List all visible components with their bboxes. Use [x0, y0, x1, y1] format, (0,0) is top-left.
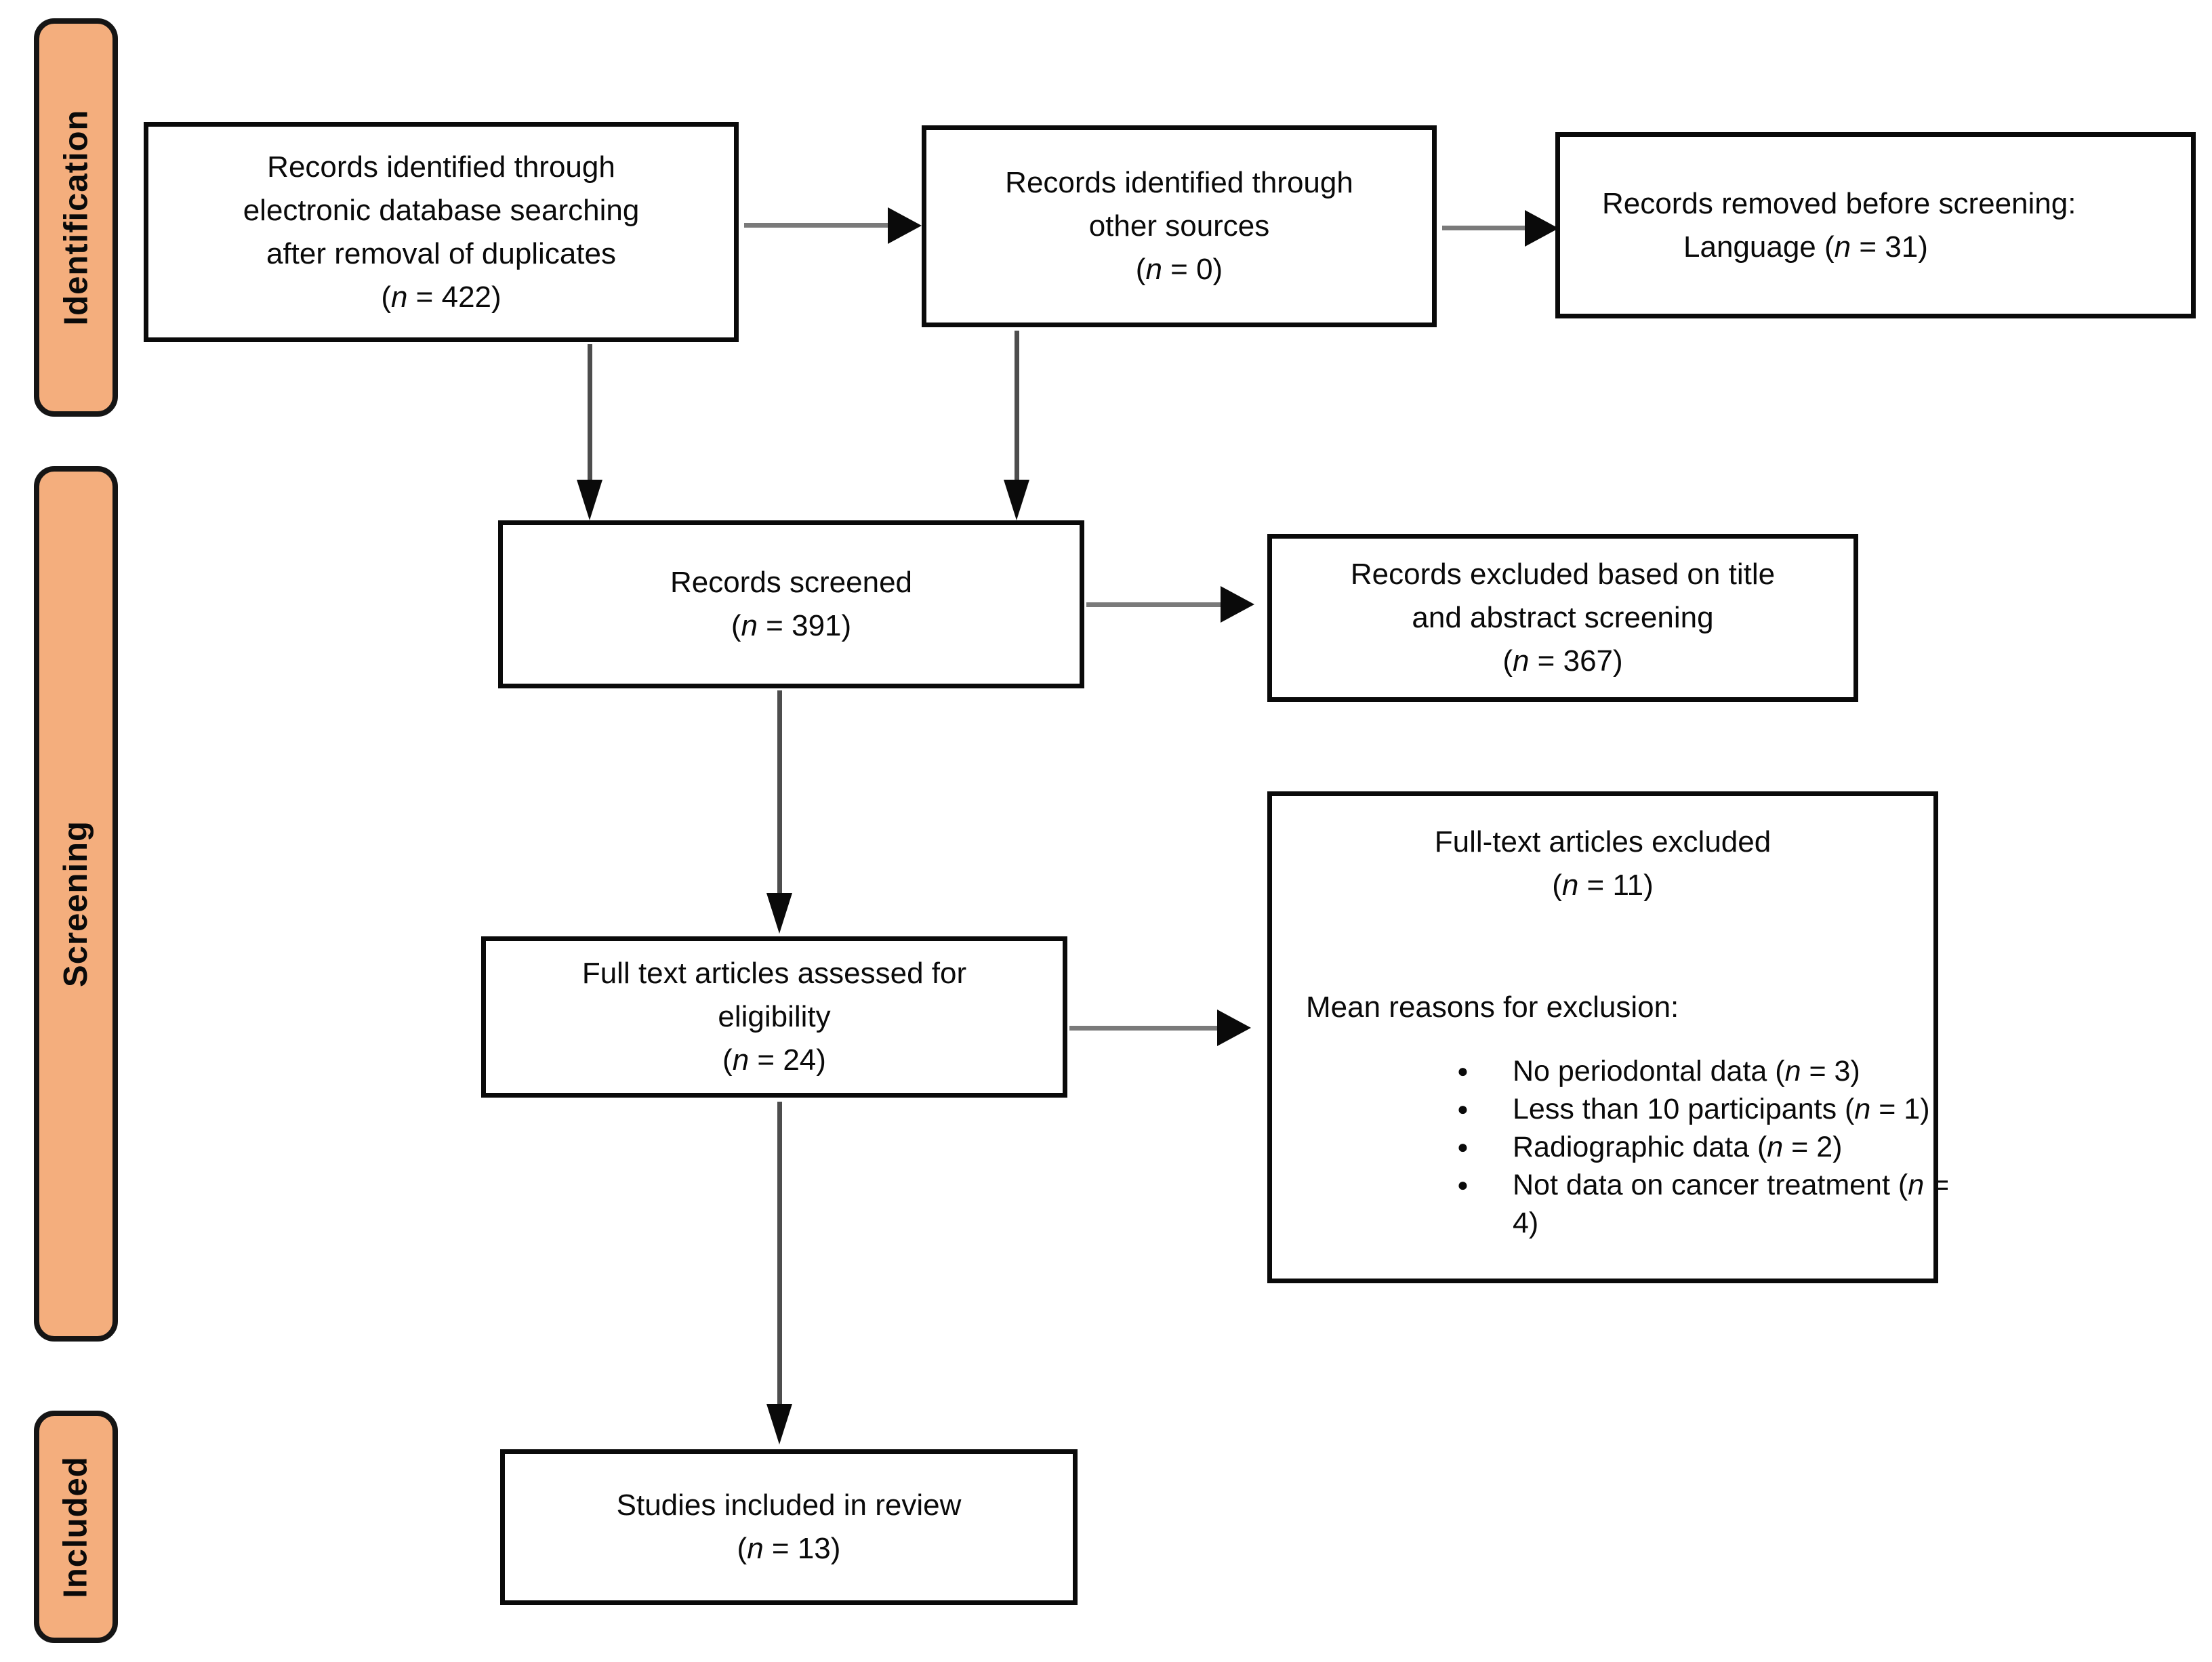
- box-text-line: Records screened: [670, 566, 913, 599]
- box-text-line: eligibility: [718, 1000, 831, 1033]
- box-text-line: Studies included in review: [616, 1489, 962, 1522]
- exclusion-reason-item: ● Less than 10 participants (n = 1): [1425, 1090, 1953, 1128]
- box-count-line: (n = 422): [381, 280, 501, 314]
- box-count-line: (n = 11): [1552, 869, 1654, 902]
- box-count-line: (n = 367): [1502, 644, 1623, 678]
- exclusion-reason-text: Less than 10 participants (n = 1): [1513, 1093, 1930, 1125]
- bullet-icon: ●: [1457, 1174, 1469, 1195]
- box-records-removed-before-screening: Records removed before screening: Langua…: [1555, 132, 2196, 318]
- arrow-line-other-to-removed: [1442, 226, 1526, 230]
- arrow-line-db-to-screened: [588, 344, 592, 481]
- bullet-icon: ●: [1457, 1136, 1469, 1157]
- arrow-right-icon: [888, 207, 922, 244]
- stage-label-identification: Identification: [58, 109, 95, 326]
- arrow-line-other-to-screened: [1015, 331, 1019, 481]
- box-text-line: after removal of duplicates: [266, 236, 617, 270]
- arrow-down-icon: [577, 480, 602, 520]
- box-fulltext-assessed-eligibility: Full text articles assessed for eligibil…: [481, 936, 1067, 1098]
- exclusion-reason-item: ● Radiographic data (n = 2): [1425, 1128, 1953, 1166]
- box-text-line: and abstract screening: [1412, 601, 1714, 634]
- arrow-down-icon: [766, 893, 792, 934]
- box-reason-line: Language (n = 31): [1683, 230, 1928, 264]
- arrow-right-icon: [1221, 586, 1254, 623]
- arrow-line-screened-to-excluded: [1086, 602, 1222, 607]
- arrow-line-eligibility-to-included: [777, 1102, 782, 1404]
- box-studies-included-review: Studies included in review (n = 13): [500, 1449, 1078, 1605]
- exclusion-reason-text: No periodontal data (n = 3): [1513, 1055, 1860, 1087]
- stage-bar-identification: Identification: [34, 18, 118, 417]
- bullet-icon: ●: [1457, 1098, 1469, 1119]
- arrow-line-screened-to-eligibility: [777, 690, 782, 894]
- exclusion-reason-text: Radiographic data (n = 2): [1513, 1131, 1843, 1163]
- bullet-icon: ●: [1457, 1060, 1469, 1081]
- stage-label-screening: Screening: [58, 820, 95, 987]
- box-text-line: Full text articles assessed for: [581, 957, 967, 990]
- box-text-line: Records excluded based on title: [1350, 558, 1776, 591]
- arrow-down-icon: [766, 1404, 792, 1445]
- exclusion-reasons-heading: Mean reasons for exclusion:: [1306, 991, 1679, 1024]
- arrow-line-eligibility-to-fulltext-excluded: [1069, 1026, 1218, 1031]
- box-records-excluded-title-abstract: Records excluded based on title and abst…: [1267, 534, 1858, 702]
- box-count-line: (n = 13): [737, 1532, 841, 1565]
- box-count-line: (n = 24): [722, 1043, 826, 1077]
- box-records-identified-database: Records identified through electronic da…: [144, 122, 739, 342]
- box-fulltext-articles-excluded: Full-text articles excluded (n = 11) Mea…: [1267, 791, 1949, 1283]
- arrow-right-icon: [1217, 1010, 1251, 1046]
- box-records-identified-other-sources: Records identified through other sources…: [922, 125, 1437, 327]
- box-text-line: Full-text articles excluded: [1434, 825, 1771, 858]
- box-text-line: electronic database searching: [243, 193, 640, 227]
- box-text-line: other sources: [1088, 209, 1270, 243]
- box-text-line: Records identified through: [1005, 166, 1353, 199]
- box-text-line: Records identified through: [267, 150, 615, 184]
- box-records-screened: Records screened (n = 391): [498, 520, 1084, 688]
- arrow-line-db-to-other: [744, 223, 889, 228]
- exclusion-reason-text: Not data on cancer treatment (n = 4): [1513, 1169, 1950, 1239]
- exclusion-reasons-list: ● No periodontal data (n = 3) ● Less tha…: [1299, 1052, 1949, 1242]
- arrow-down-icon: [1004, 480, 1029, 520]
- stage-bar-screening: Screening: [34, 466, 118, 1342]
- box-count-line: (n = 0): [1135, 253, 1223, 286]
- stage-bar-included: Included: [34, 1411, 118, 1643]
- box-text-line: Records removed before screening:: [1602, 186, 2076, 220]
- box-count-line: (n = 391): [731, 609, 852, 642]
- stage-label-included: Included: [58, 1455, 94, 1598]
- arrow-right-icon: [1525, 210, 1559, 247]
- exclusion-reason-item: ● Not data on cancer treatment (n = 4): [1425, 1166, 1953, 1242]
- exclusion-reason-item: ● No periodontal data (n = 3): [1425, 1052, 1953, 1090]
